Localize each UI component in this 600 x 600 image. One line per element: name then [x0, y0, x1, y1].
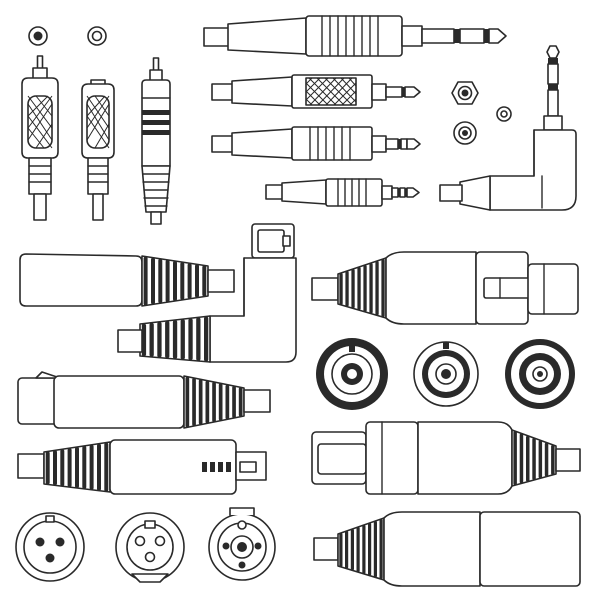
- strain-relief-rib: [157, 321, 162, 358]
- strain-relief-rib: [350, 529, 354, 571]
- strain-relief-rib: [60, 449, 65, 487]
- strain-relief-rib: [232, 386, 236, 418]
- xlr-female-plug-icon: [17, 371, 271, 429]
- strain-relief-rib: [75, 447, 79, 488]
- strain-relief-rib: [379, 519, 383, 580]
- strain-relief-rib: [141, 323, 147, 357]
- strain-relief-rib: [143, 256, 148, 306]
- strain-relief-rib: [202, 265, 207, 297]
- jack-socket-nut-icon: [451, 81, 479, 105]
- strain-relief-rib: [538, 440, 543, 479]
- combo-socket-icon: [208, 507, 276, 581]
- strain-relief-rib: [151, 257, 155, 305]
- rca-socket-icon: [87, 26, 107, 46]
- strain-relief-rib: [238, 387, 243, 417]
- ts-3-5mm-plug-icon: [211, 74, 421, 109]
- strain-relief-rib: [185, 376, 190, 428]
- strain-relief-rib: [381, 259, 385, 318]
- rca-socket-icon: [496, 106, 512, 122]
- rca-plug-icon: [81, 79, 115, 221]
- strain-relief-rib: [362, 525, 366, 574]
- strain-relief-rib: [205, 380, 210, 424]
- strain-relief-rib: [188, 318, 193, 361]
- strain-relief-rib: [97, 443, 101, 491]
- strain-relief-rib: [165, 259, 170, 303]
- speakon-plug-icon: [313, 511, 581, 587]
- strain-relief-rib: [357, 267, 361, 311]
- strain-relief-rib: [519, 433, 524, 484]
- rca-plug-icon: [21, 55, 59, 221]
- strain-relief-rib: [204, 316, 209, 362]
- strain-relief-rib: [339, 273, 343, 305]
- strain-relief-rib: [173, 261, 177, 301]
- strain-relief-rib: [198, 379, 203, 425]
- strain-relief-rib: [149, 322, 154, 357]
- strain-relief-rib: [180, 319, 185, 360]
- strain-relief-rib: [345, 531, 349, 569]
- strain-relief-rib: [375, 261, 379, 316]
- speakon-socket-icon: [316, 338, 388, 410]
- strain-relief-rib: [363, 265, 367, 312]
- trrs-2-5mm-plug-icon: [265, 178, 420, 207]
- strain-relief-rib: [180, 262, 185, 300]
- strain-relief-rib: [104, 442, 109, 492]
- strain-relief-rib: [526, 435, 530, 482]
- strain-relief-rib: [82, 445, 87, 489]
- strain-relief-rib: [89, 444, 94, 490]
- strain-relief-rib: [225, 384, 230, 420]
- strain-relief-rib: [67, 448, 72, 488]
- speakon-socket-icon: [413, 341, 479, 407]
- speakon-socket-icon: [505, 339, 575, 409]
- strain-relief-rib: [45, 451, 50, 485]
- strain-relief-rib: [532, 438, 536, 480]
- xlr-male-plug-icon: [19, 253, 235, 307]
- xlr-3-pin-male-socket-icon: [15, 512, 85, 582]
- strain-relief-rib: [369, 263, 373, 314]
- xlr-3-pin-female-socket-icon: [115, 512, 185, 583]
- strain-relief-rib: [187, 263, 192, 299]
- strain-relief-rib: [356, 527, 360, 573]
- speakon-plug-icon: [311, 251, 579, 325]
- strain-relief-rib: [373, 521, 377, 578]
- strain-relief-rib: [544, 442, 549, 477]
- strain-relief-rib: [172, 320, 178, 359]
- strain-relief-rib: [551, 444, 555, 475]
- jack-socket-icon: [453, 121, 477, 145]
- xlr-right-angle-plug-icon: [117, 223, 297, 363]
- strain-relief-rib: [345, 271, 349, 307]
- trs-6-35mm-plug-icon: [203, 15, 507, 57]
- strain-relief-rib: [339, 533, 343, 567]
- strain-relief-rib: [513, 431, 517, 486]
- strain-relief-rib: [192, 378, 196, 426]
- rca-plug-icon: [141, 57, 171, 225]
- strain-relief-rib: [212, 382, 216, 422]
- strain-relief-rib: [53, 450, 57, 486]
- rca-socket-icon: [28, 26, 48, 46]
- speakon-plug-icon: [311, 421, 581, 495]
- strain-relief-rib: [368, 523, 372, 576]
- strain-relief-rib: [351, 269, 355, 309]
- strain-relief-rib: [158, 258, 163, 304]
- right-angle-jack-plug-icon: [439, 45, 577, 211]
- strain-relief-rib: [218, 383, 223, 421]
- xlr-male-plug-icon: [17, 439, 267, 495]
- strain-relief-rib: [195, 264, 199, 298]
- strain-relief-rib: [165, 320, 170, 359]
- strain-relief-rib: [196, 317, 201, 361]
- trs-3-5mm-plug-icon: [211, 126, 421, 161]
